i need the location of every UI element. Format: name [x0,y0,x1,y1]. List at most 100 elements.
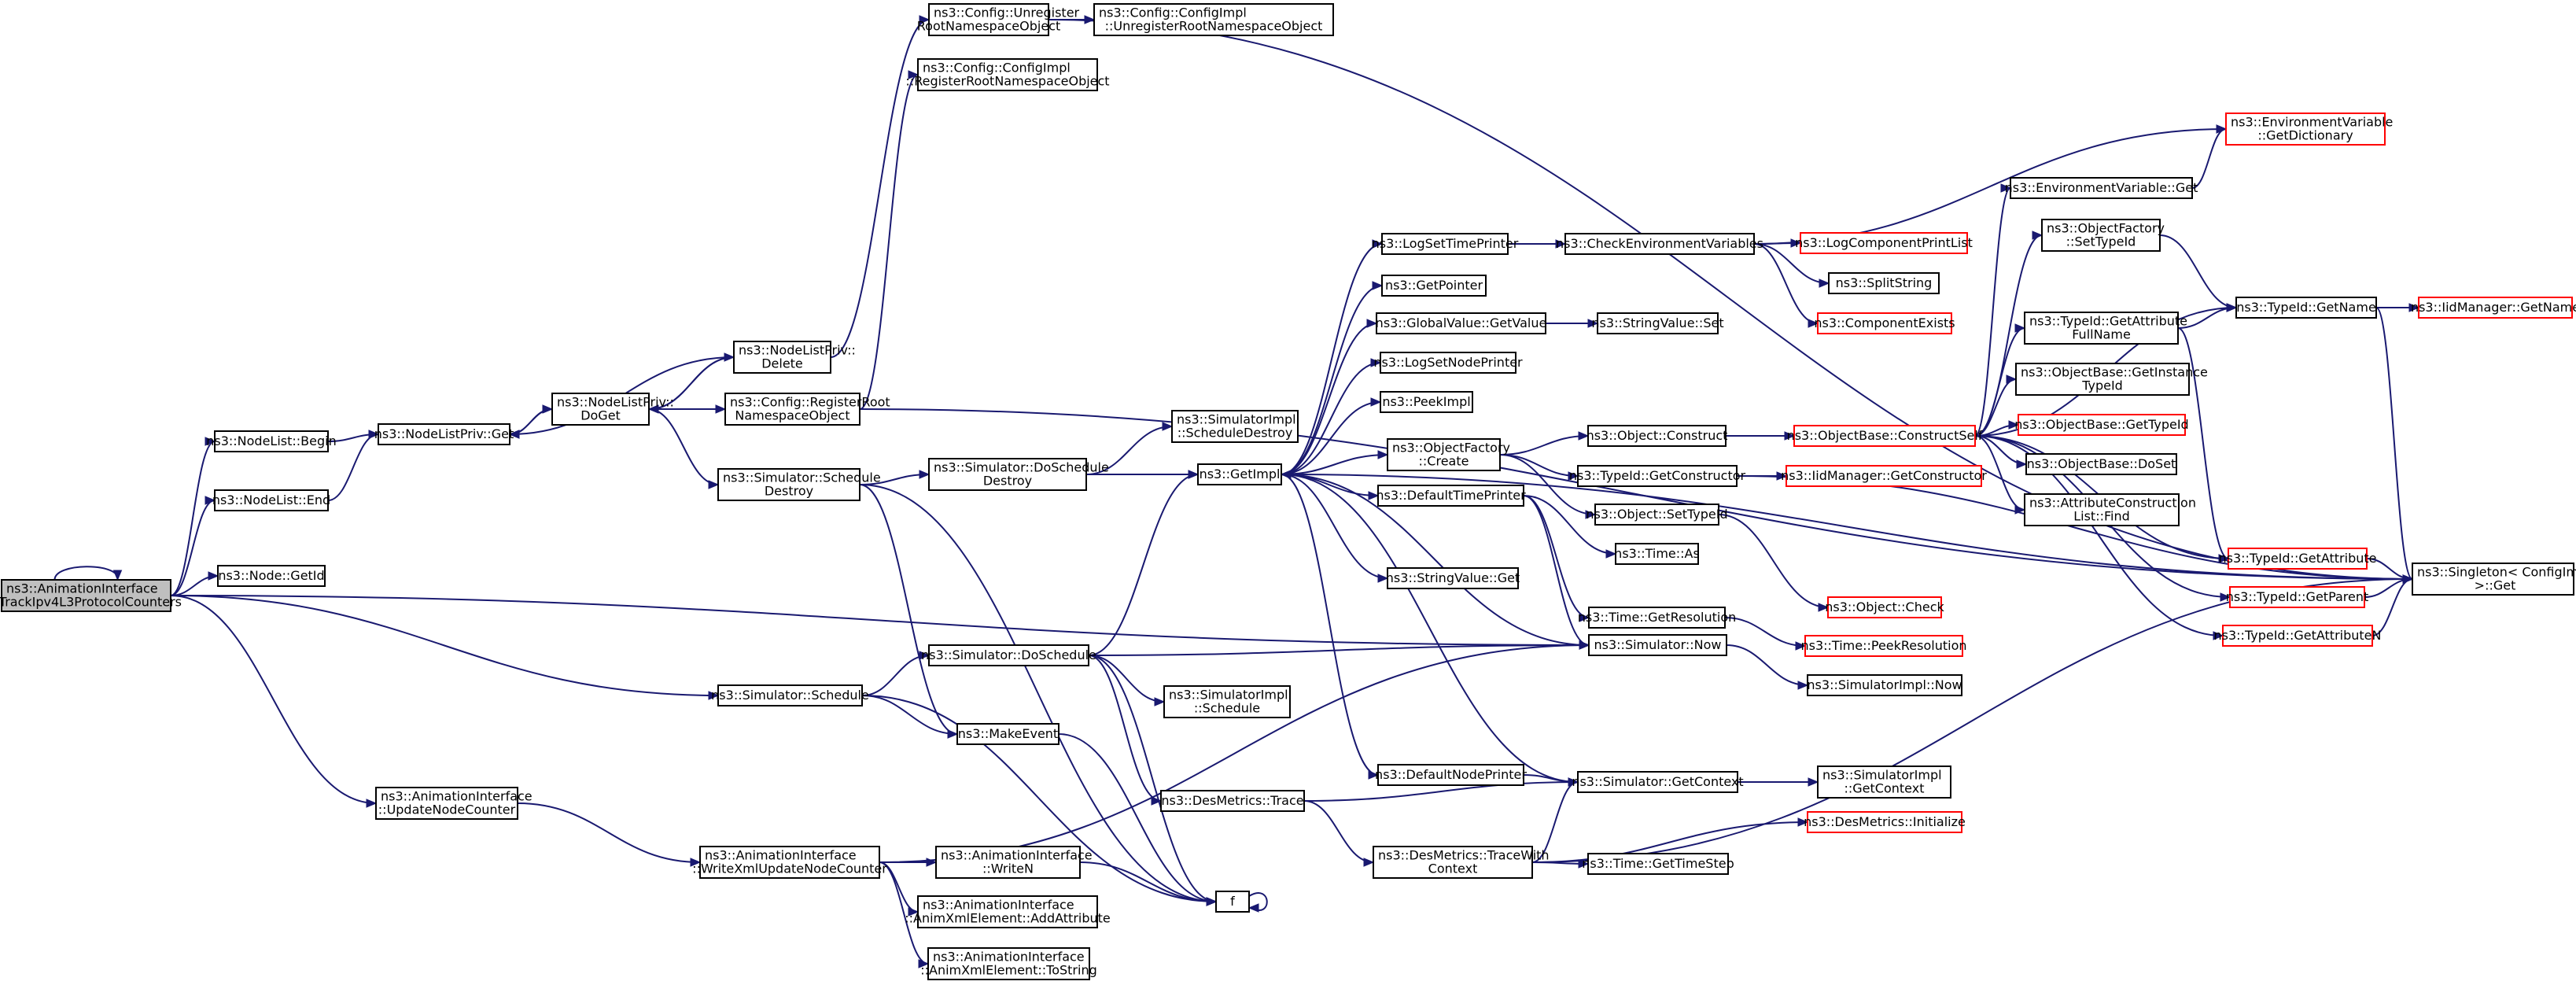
node-label: ns3::NodeListPriv:: [739,343,856,358]
node-envgetdict[interactable]: ns3::EnvironmentVariable::GetDictionary [2225,113,2393,146]
node-objsettypeid[interactable]: ns3::Object::SetTypeId [1586,504,1728,526]
node-desminit[interactable]: ns3::DesMetrics::Initialize [1804,811,1966,833]
node-nlprivdel[interactable]: ns3::NodeListPriv::Delete [733,341,856,374]
node-label: ns3::Time::GetTimeStep [1582,856,1734,871]
arrowhead-icon [1366,319,1378,328]
node-box [917,58,1098,91]
node-peekimpl[interactable]: ns3::PeekImpl [1380,391,1473,413]
node-compexists[interactable]: ns3::ComponentExists [1814,312,1955,334]
arrowhead-icon [1797,681,1809,690]
node-label: NamespaceObject [735,408,849,423]
node-tidgetattr[interactable]: ns3::TypeId::GetAttribute [2218,548,2377,570]
node-splitstring[interactable]: ns3::SplitString [1828,272,1940,294]
node-nlbegin[interactable]: ns3::NodeList::Begin [206,430,337,452]
node-objbasegettid[interactable]: ns3::ObjectBase::GetTypeId [2014,414,2189,436]
node-objbasector[interactable]: ns3::ObjectBase::ConstructSelf [1787,425,1983,447]
node-label: ns3::AnimationInterface [6,581,158,596]
node-tostring[interactable]: ns3::AnimationInterface::AnimXmlElement:… [920,947,1097,980]
node-nlprivdoget[interactable]: ns3::NodeListPriv::DoGet [551,393,674,426]
arrowhead-icon [2000,183,2012,193]
node-label: ns3::TypeId::GetAttributeN [2214,628,2382,643]
node-iidgetname[interactable]: ns3::IidManager::GetName [2411,297,2576,319]
arrowhead-icon [2216,124,2228,134]
node-timepeekres[interactable]: ns3::Time::PeekResolution [1800,635,1967,657]
edge-simdoschdestroy-to-simimplschdestroy [1085,426,1173,475]
node-objfactcreate[interactable]: ns3::ObjectFactory::Create [1387,438,1510,471]
node-simimplschdestroy[interactable]: ns3::SimulatorImpl::ScheduleDestroy [1171,410,1299,443]
node-objfactsettid[interactable]: ns3::ObjectFactory::SetTypeId [2041,219,2165,252]
node-nodegetid[interactable]: ns3::Node::GetId [217,565,326,587]
node-label: ::WriteN [982,861,1034,876]
node-nlprivget[interactable]: ns3::NodeListPriv::Get [374,423,514,445]
node-getpointer[interactable]: ns3::GetPointer [1381,275,1487,297]
node-timegetres[interactable]: ns3::Time::GetResolution [1578,607,1737,629]
node-simschedule[interactable]: ns3::Simulator::Schedule [711,684,869,706]
node-simgetctx[interactable]: ns3::Simulator::GetContext [1572,771,1744,793]
node-defnodeprinter[interactable]: ns3::DefaultNodePrinter [1375,764,1527,786]
node-label: ns3::NodeList::Begin [206,433,337,448]
node-objconstruct[interactable]: ns3::Object::Construct [1587,425,1728,447]
node-desmtrace[interactable]: ns3::DesMetrics::Trace [1160,790,1305,812]
node-label: ns3::NodeListPriv:: [557,395,674,410]
node-addattr[interactable]: ns3::AnimationInterface::AnimXmlElement:… [905,895,1111,928]
edge-simschedule-to-f [861,695,1217,902]
node-envget[interactable]: ns3::EnvironmentVariable::Get [2005,177,2198,199]
node-cfgreg[interactable]: ns3::Config::RegisterRootNamespaceObject [724,393,890,426]
arrowhead-icon [1808,319,1819,328]
arrowhead-icon [1819,279,1830,288]
node-writexml[interactable]: ns3::AnimationInterface::WriteXmlUpdateN… [692,846,887,879]
node-nlend[interactable]: ns3::NodeList::End [212,489,330,511]
node-cfgimplreg[interactable]: ns3::Config::ConfigImpl::RegisterRootNam… [905,58,1110,91]
node-box [1,579,171,612]
node-simimplgetctx[interactable]: ns3::SimulatorImpl::GetContext [1817,765,1951,799]
node-stringget[interactable]: ns3::StringValue::Get [1386,567,1520,589]
node-iidgetctor[interactable]: ns3::IidManager::GetConstructor [1781,465,1987,487]
node-box [1587,425,1727,447]
node-simdoschedule[interactable]: ns3::Simulator::DoSchedule [921,644,1096,666]
node-box [2418,297,2573,319]
arrowhead-icon [1818,603,1830,612]
node-simschdestroy[interactable]: ns3::Simulator::ScheduleDestroy [717,468,881,501]
node-objbasedoset[interactable]: ns3::ObjectBase::DoSet [2025,453,2177,475]
node-tidgetattrn[interactable]: ns3::TypeId::GetAttributeN [2214,625,2382,647]
node-label: ns3::Object::Check [1825,599,1944,614]
node-updnode[interactable]: ns3::AnimationInterface::UpdateNodeCount… [375,787,533,820]
node-writen[interactable]: ns3::AnimationInterface::WriteN [935,846,1093,879]
node-box [1160,790,1305,812]
node-simimplschedule[interactable]: ns3::SimulatorImpl::Schedule [1163,685,1291,718]
node-label: ns3::ObjectBase::GetInstance [2021,365,2208,380]
node-label: RootNamespaceObject [917,19,1061,34]
node-cfgunreg[interactable]: ns3::Config::UnregisterRootNamespaceObje… [917,3,1080,36]
edge-objbasector-to-envget [1974,187,2011,437]
node-makeevent[interactable]: ns3::MakeEvent [956,723,1060,745]
node-timeas[interactable]: ns3::Time::As [1614,543,1700,565]
arrowhead-icon [1795,641,1807,651]
node-label: ::GetDictionary [2257,128,2353,143]
node-globalget[interactable]: ns3::GlobalValue::GetValue [1376,312,1547,334]
node-cfgimplunreg[interactable]: ns3::Config::ConfigImpl::UnregisterRootN… [1093,3,1334,36]
node-timegetstep[interactable]: ns3::Time::GetTimeStep [1582,853,1734,875]
node-objcheck[interactable]: ns3::Object::Check [1825,596,1945,618]
node-stringset[interactable]: ns3::StringValue::Set [1591,312,1724,334]
node-f[interactable]: f [1215,891,1250,913]
node-simnow[interactable]: ns3::Simulator::Now [1588,634,1727,656]
node-singleton[interactable]: ns3::Singleton< ConfigImpl >::Get [2412,563,2576,596]
node-logcompprint[interactable]: ns3::LogComponentPrintList [1795,232,1973,254]
node-checkenv[interactable]: ns3::CheckEnvironmentVariables [1556,233,1763,255]
node-typeidgetctor[interactable]: ns3::TypeId::GetConstructor [1569,465,1746,487]
node-deftimeprinter[interactable]: ns3::DefaultTimePrinter [1376,485,1526,507]
node-getimpl[interactable]: ns3::GetImpl [1197,463,1282,485]
arrowhead-icon [1372,281,1384,290]
node-simimplnow[interactable]: ns3::SimulatorImpl::Now [1807,674,1962,696]
node-box [1597,312,1719,334]
node-logsettime[interactable]: ns3::LogSetTimePrinter [1372,233,1519,255]
arrowhead-icon [2014,505,2026,515]
node-tidgetname[interactable]: ns3::TypeId::GetName [2235,297,2377,319]
node-tidgetparent[interactable]: ns3::TypeId::GetParent [2226,586,2369,608]
node-logsetnode[interactable]: ns3::LogSetNodePrinter [1373,352,1523,374]
